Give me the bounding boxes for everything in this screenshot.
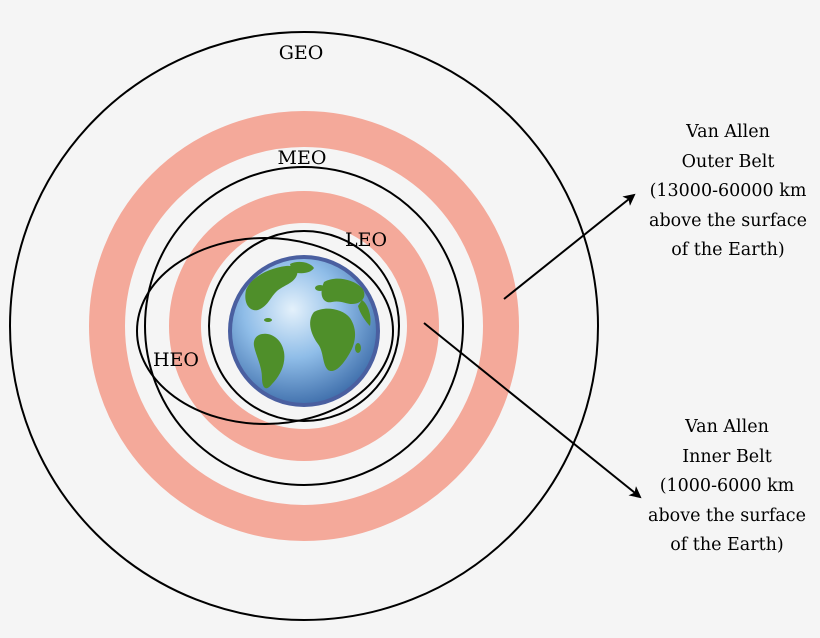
inner-belt-callout: Van Allen Inner Belt (1000-6000 km above… (627, 413, 820, 561)
heo-orbit (136, 237, 394, 425)
inner-belt-arrow (423, 322, 642, 499)
outer-belt-ring (89, 111, 519, 541)
heo-label: HEO (153, 349, 199, 371)
outer-belt-line-2: Outer Belt (681, 151, 775, 172)
outer-belt-line-5: of the Earth) (671, 240, 785, 260)
inner-belt-line-4: above the surface (648, 505, 806, 526)
geo-label: GEO (279, 42, 324, 64)
outer-belt-callout: Van Allen Outer Belt (13000-60000 km abo… (628, 118, 820, 266)
outer-belt-arrow (503, 193, 636, 300)
meo-label: MEO (278, 147, 327, 169)
earth-icon (228, 255, 380, 407)
outer-belt-line-3: (13000-60000 km (649, 181, 807, 201)
meo-orbit (144, 166, 464, 486)
outer-belt-line-4: above the surface (649, 210, 807, 231)
leo-label: LEO (345, 229, 387, 251)
geo-orbit (9, 31, 599, 621)
leo-orbit (208, 230, 400, 422)
outer-belt-line-1: Van Allen (686, 122, 770, 142)
inner-belt-ring (169, 191, 439, 461)
inner-belt-line-1: Van Allen (685, 417, 769, 437)
inner-belt-line-2: Inner Belt (682, 446, 772, 467)
inner-belt-line-3: (1000-6000 km (659, 476, 795, 496)
inner-belt-line-5: of the Earth) (670, 535, 784, 555)
